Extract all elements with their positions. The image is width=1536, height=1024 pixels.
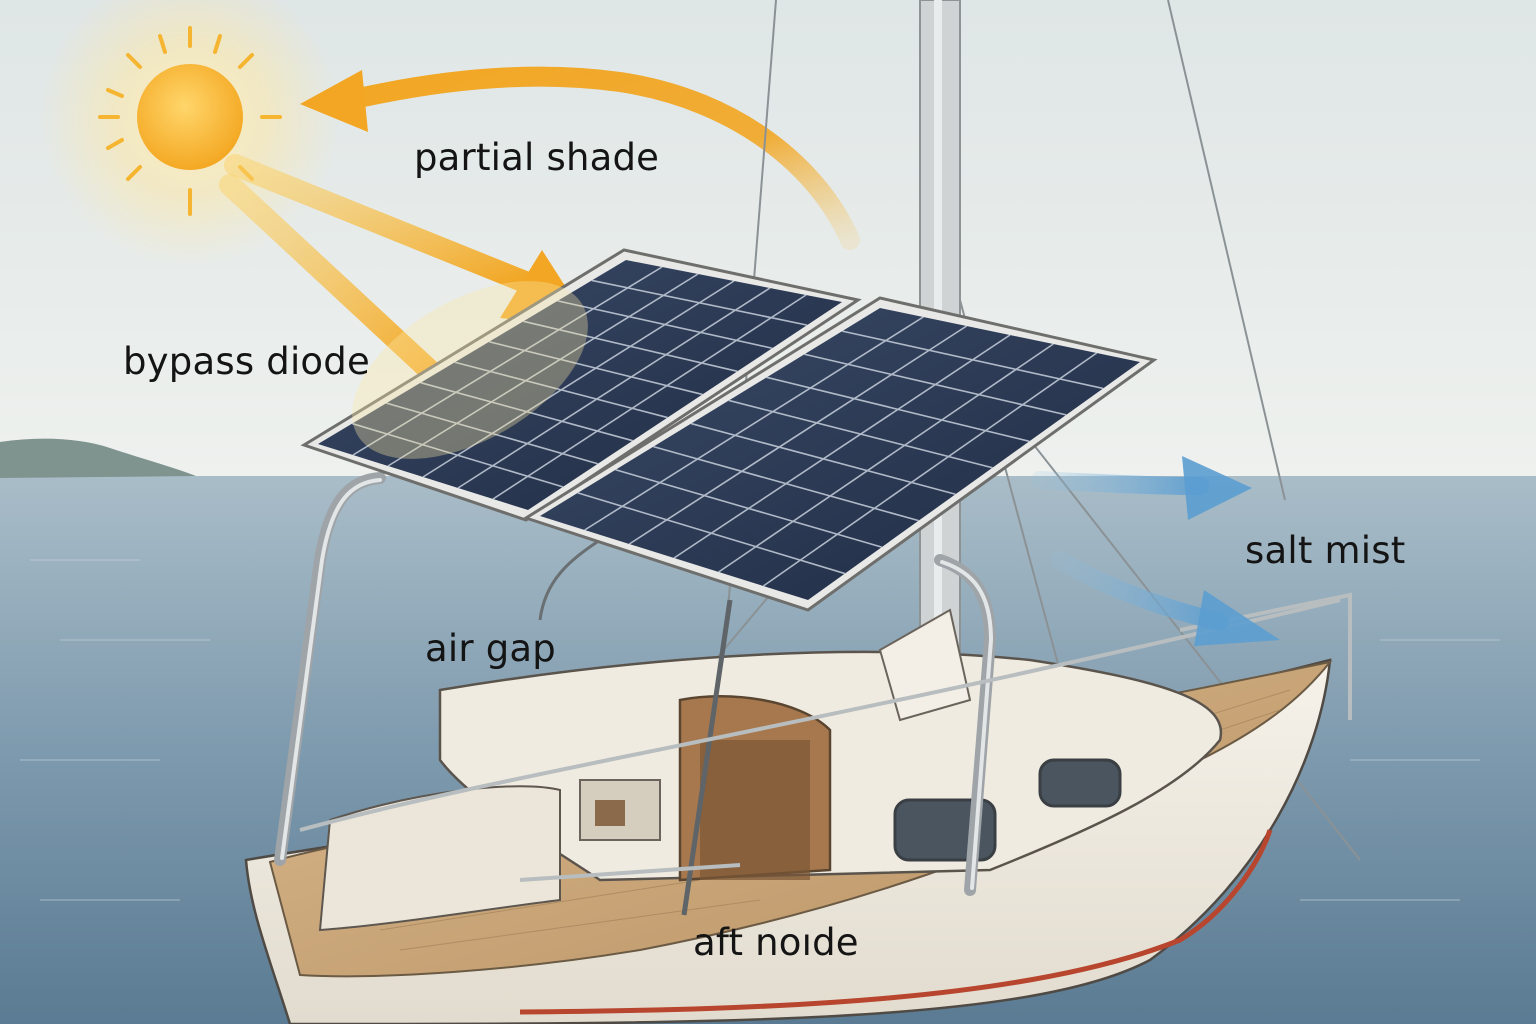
partial-shade-arrow [300, 66, 860, 250]
air-gap-label: air gap [425, 627, 556, 670]
wiring [538, 538, 601, 621]
salt-mist-label: salt mist [1245, 529, 1406, 572]
distant-headland [0, 438, 196, 478]
sea-ripples [20, 559, 1500, 901]
bypass-diode-label: bypass diode [123, 340, 370, 383]
aft-node-label: aft noıde [693, 921, 859, 964]
cockpit-seat [318, 785, 561, 932]
partial-shade-label: partial shade [414, 136, 660, 179]
panel-strut [681, 599, 733, 916]
salt-mist-arrows [1031, 456, 1280, 646]
solar-panel-left [300, 248, 862, 522]
solar-panel-right [522, 296, 1158, 612]
